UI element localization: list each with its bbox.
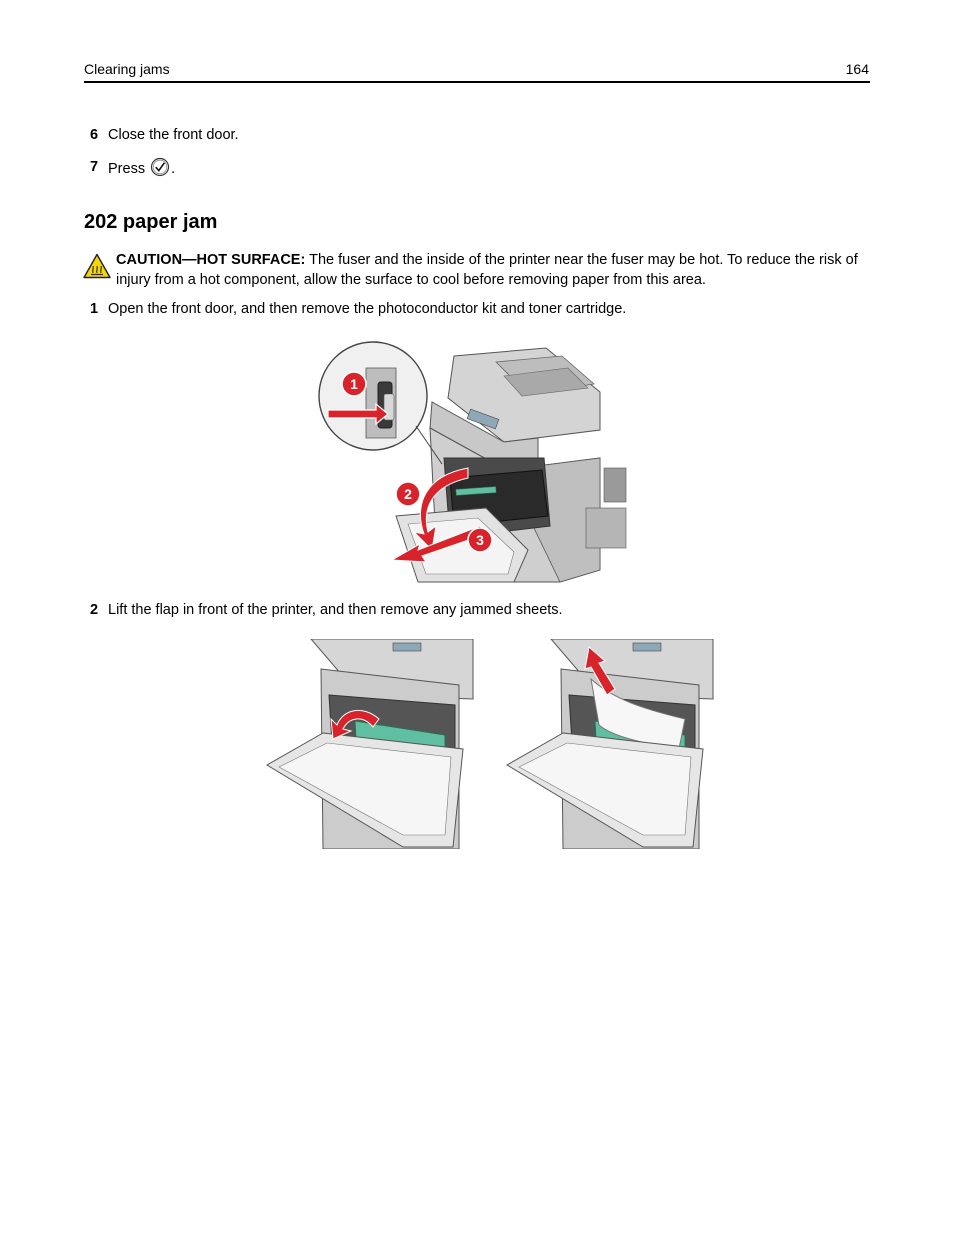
callout-1: 1 [341,371,367,397]
hot-surface-caution-icon [83,253,111,279]
printer-figure-open-door: 1 2 3 [318,338,634,588]
callout-2: 2 [395,481,421,507]
step-number: 1 [90,301,99,317]
page-number: 164 [845,61,869,77]
printer-figure-remove-jam [503,639,715,849]
caution-label: CAUTION—HOT SURFACE: [116,252,306,268]
step-text: Press [108,161,146,177]
section-title: 202 paper jam [84,211,218,233]
step-text: Close the front door. [108,127,239,143]
step-text: Open the front door, and then remove the… [108,301,627,317]
svg-text:2: 2 [404,486,412,502]
step-number: 7 [90,159,99,175]
step-number: 6 [90,127,99,143]
caution-text: The fuser and the inside of the printer … [116,252,858,288]
caution-notice: CAUTION—HOT SURFACE: The fuser and the i… [116,250,876,290]
svg-text:1: 1 [350,376,358,392]
step-text: Lift the flap in front of the printer, a… [108,602,563,618]
header-rule [84,81,870,83]
checkmark-button-icon [151,157,170,177]
svg-text:3: 3 [476,532,484,548]
callout-3: 3 [467,527,493,553]
running-header-section: Clearing jams [84,61,170,77]
printer-figure-lift-flap [263,639,475,849]
step-number: 2 [90,602,99,618]
